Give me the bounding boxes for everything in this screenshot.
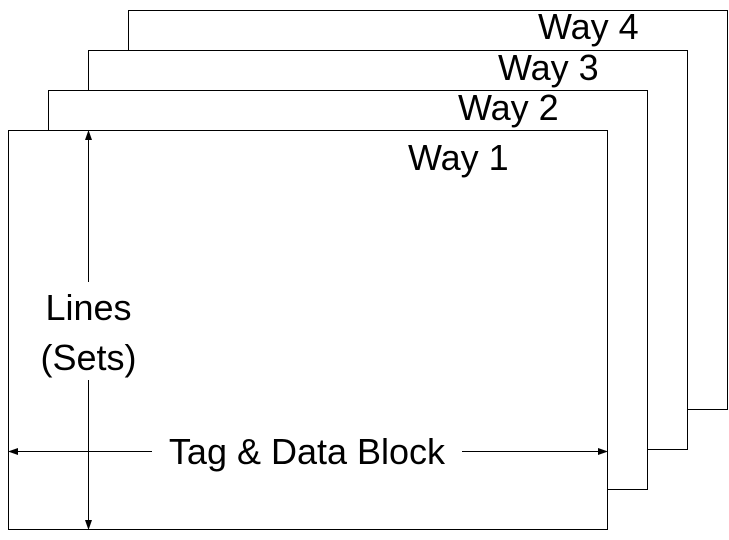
way-1-box — [8, 130, 608, 530]
way-3-label: Way 3 — [498, 47, 599, 88]
way-1-label: Way 1 — [408, 137, 509, 178]
lines-arrow-head-up — [85, 130, 92, 140]
lines-label: Lines — [45, 287, 131, 328]
sets-label: (Sets) — [40, 337, 136, 378]
way-2-label: Way 2 — [458, 87, 559, 128]
lines-arrow-head-down — [85, 520, 92, 530]
block-arrow-head-right — [598, 448, 608, 455]
lines-sets-arrow: Lines (Sets) — [40, 130, 137, 530]
tag-data-block-arrow: Tag & Data Block — [8, 431, 608, 472]
way-1-panel: Way 1 — [8, 130, 608, 530]
block-arrow-head-left — [8, 448, 18, 455]
way-4-label: Way 4 — [538, 6, 639, 47]
tag-data-block-label: Tag & Data Block — [169, 431, 446, 472]
